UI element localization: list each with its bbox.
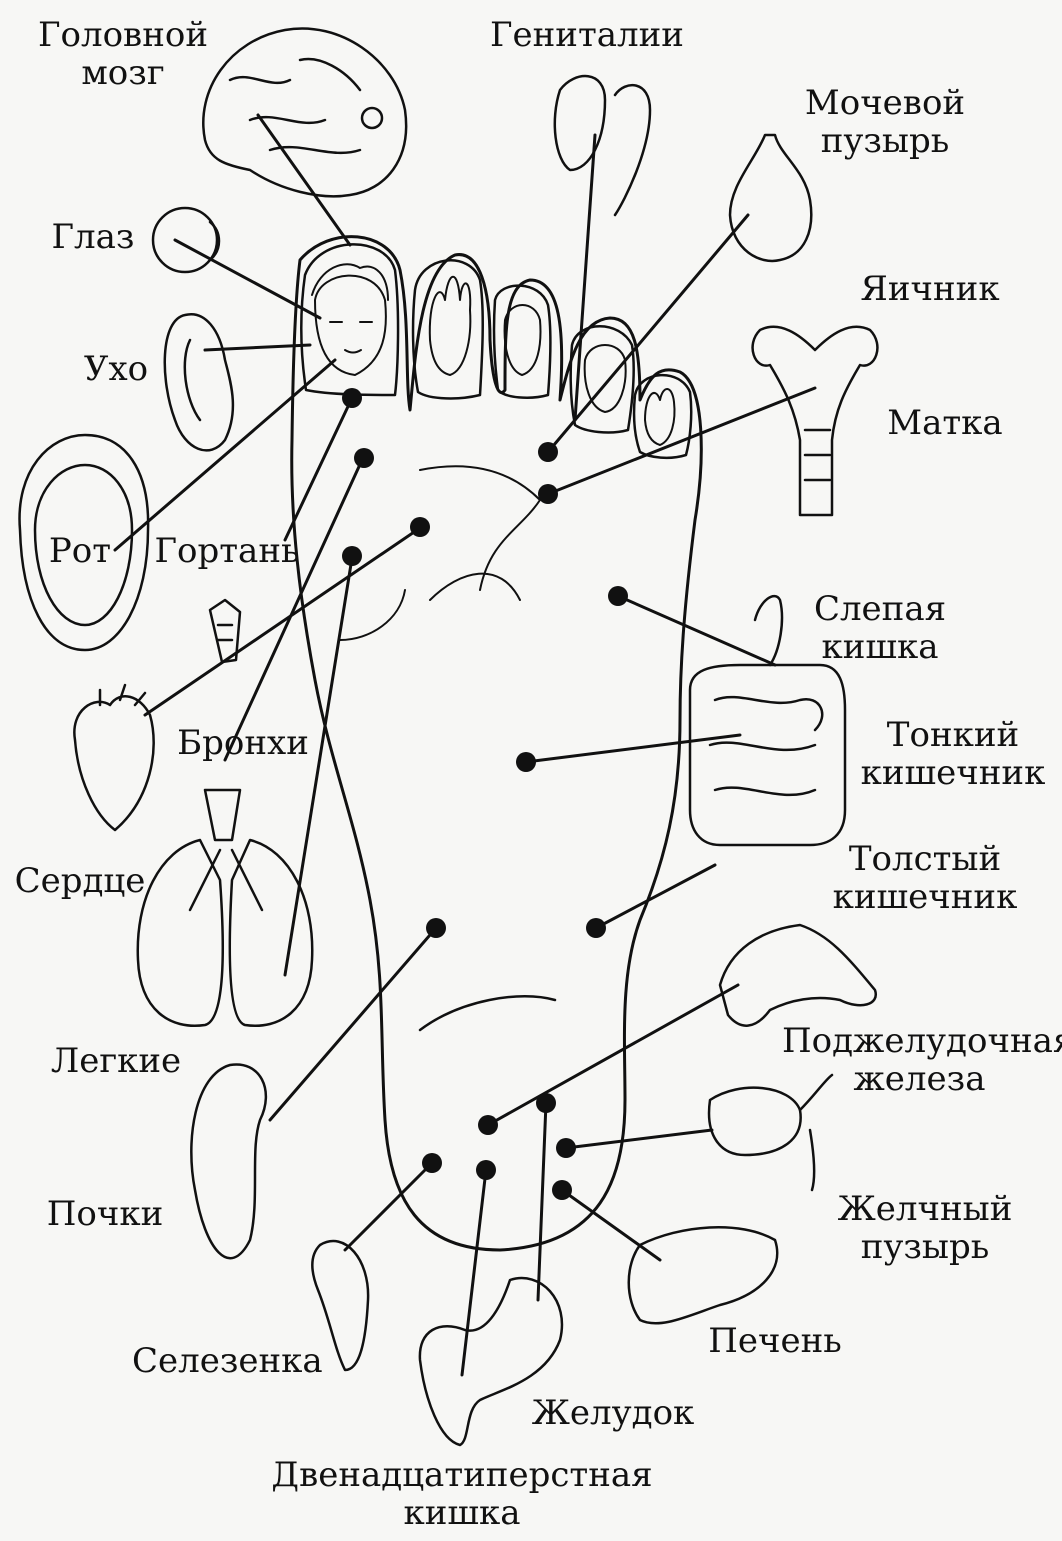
point-gallbladder bbox=[556, 1138, 576, 1158]
leader-stomach bbox=[538, 1103, 546, 1300]
point-cecum bbox=[608, 586, 628, 606]
uterus-sketch bbox=[753, 327, 878, 515]
point-kidneys bbox=[426, 918, 446, 938]
liver-sketch bbox=[629, 1227, 777, 1323]
face-sketch bbox=[312, 264, 388, 375]
kidney-sketch bbox=[191, 1064, 266, 1258]
point-liver bbox=[552, 1180, 572, 1200]
leader-duodenum bbox=[462, 1170, 486, 1375]
label-ovary: Яичник bbox=[855, 270, 1005, 308]
label-kidneys: Почки bbox=[40, 1195, 170, 1233]
label-liver: Печень bbox=[700, 1322, 850, 1360]
genitals-sketch bbox=[555, 76, 650, 215]
point-heart bbox=[410, 517, 430, 537]
label-ear: Ухо bbox=[76, 350, 156, 388]
leader-small-intestine bbox=[526, 735, 740, 762]
point-lungs bbox=[342, 546, 362, 566]
lungs-sketch bbox=[138, 790, 312, 1026]
label-uterus: Матка bbox=[880, 404, 1010, 442]
point-uterus bbox=[538, 484, 558, 504]
point-large-intestine bbox=[586, 918, 606, 938]
toe-5 bbox=[634, 375, 691, 458]
leader-mouth bbox=[115, 360, 335, 550]
leader-spleen bbox=[345, 1163, 432, 1250]
leader-brain bbox=[258, 115, 350, 245]
pancreas-sketch bbox=[720, 925, 876, 1026]
label-eye: Глаз bbox=[48, 218, 138, 256]
foot-sketch-3 bbox=[505, 305, 541, 375]
brain-sketch bbox=[203, 28, 406, 196]
point-duodenum bbox=[476, 1160, 496, 1180]
label-larynx: Гортань bbox=[152, 532, 302, 570]
sole-line-2 bbox=[340, 574, 520, 640]
label-lungs: Легкие bbox=[46, 1042, 186, 1080]
label-bronchi: Бронхи bbox=[168, 724, 318, 762]
eye-sketch bbox=[153, 208, 219, 272]
leader-lungs bbox=[285, 558, 352, 975]
toe-3 bbox=[494, 286, 550, 398]
leader-gallbladder bbox=[566, 1130, 712, 1148]
point-small-intestine bbox=[516, 752, 536, 772]
leader-pancreas bbox=[488, 985, 738, 1125]
point-larynx bbox=[342, 388, 362, 408]
point-stomach bbox=[536, 1093, 556, 1113]
point-pancreas bbox=[478, 1115, 498, 1135]
leader-larynx bbox=[285, 398, 352, 540]
label-spleen: Селезенка bbox=[132, 1342, 322, 1380]
leader-kidneys bbox=[270, 928, 436, 1120]
point-bladder bbox=[538, 442, 558, 462]
sole-line-1 bbox=[420, 466, 540, 590]
leader-cecum bbox=[618, 596, 775, 665]
point-bronchi bbox=[354, 448, 374, 468]
point-spleen bbox=[422, 1153, 442, 1173]
ear-sketch bbox=[165, 314, 233, 450]
hand-sketch-5 bbox=[645, 389, 674, 445]
heart-sketch bbox=[74, 685, 153, 830]
hand-sketch-1 bbox=[430, 277, 471, 375]
label-heart: Сердце bbox=[10, 862, 150, 900]
label-stomach: Желудок bbox=[528, 1394, 698, 1432]
label-mouth: Рот bbox=[40, 532, 120, 570]
heel-line bbox=[420, 996, 555, 1030]
label-genitals: Гениталии bbox=[490, 16, 680, 54]
